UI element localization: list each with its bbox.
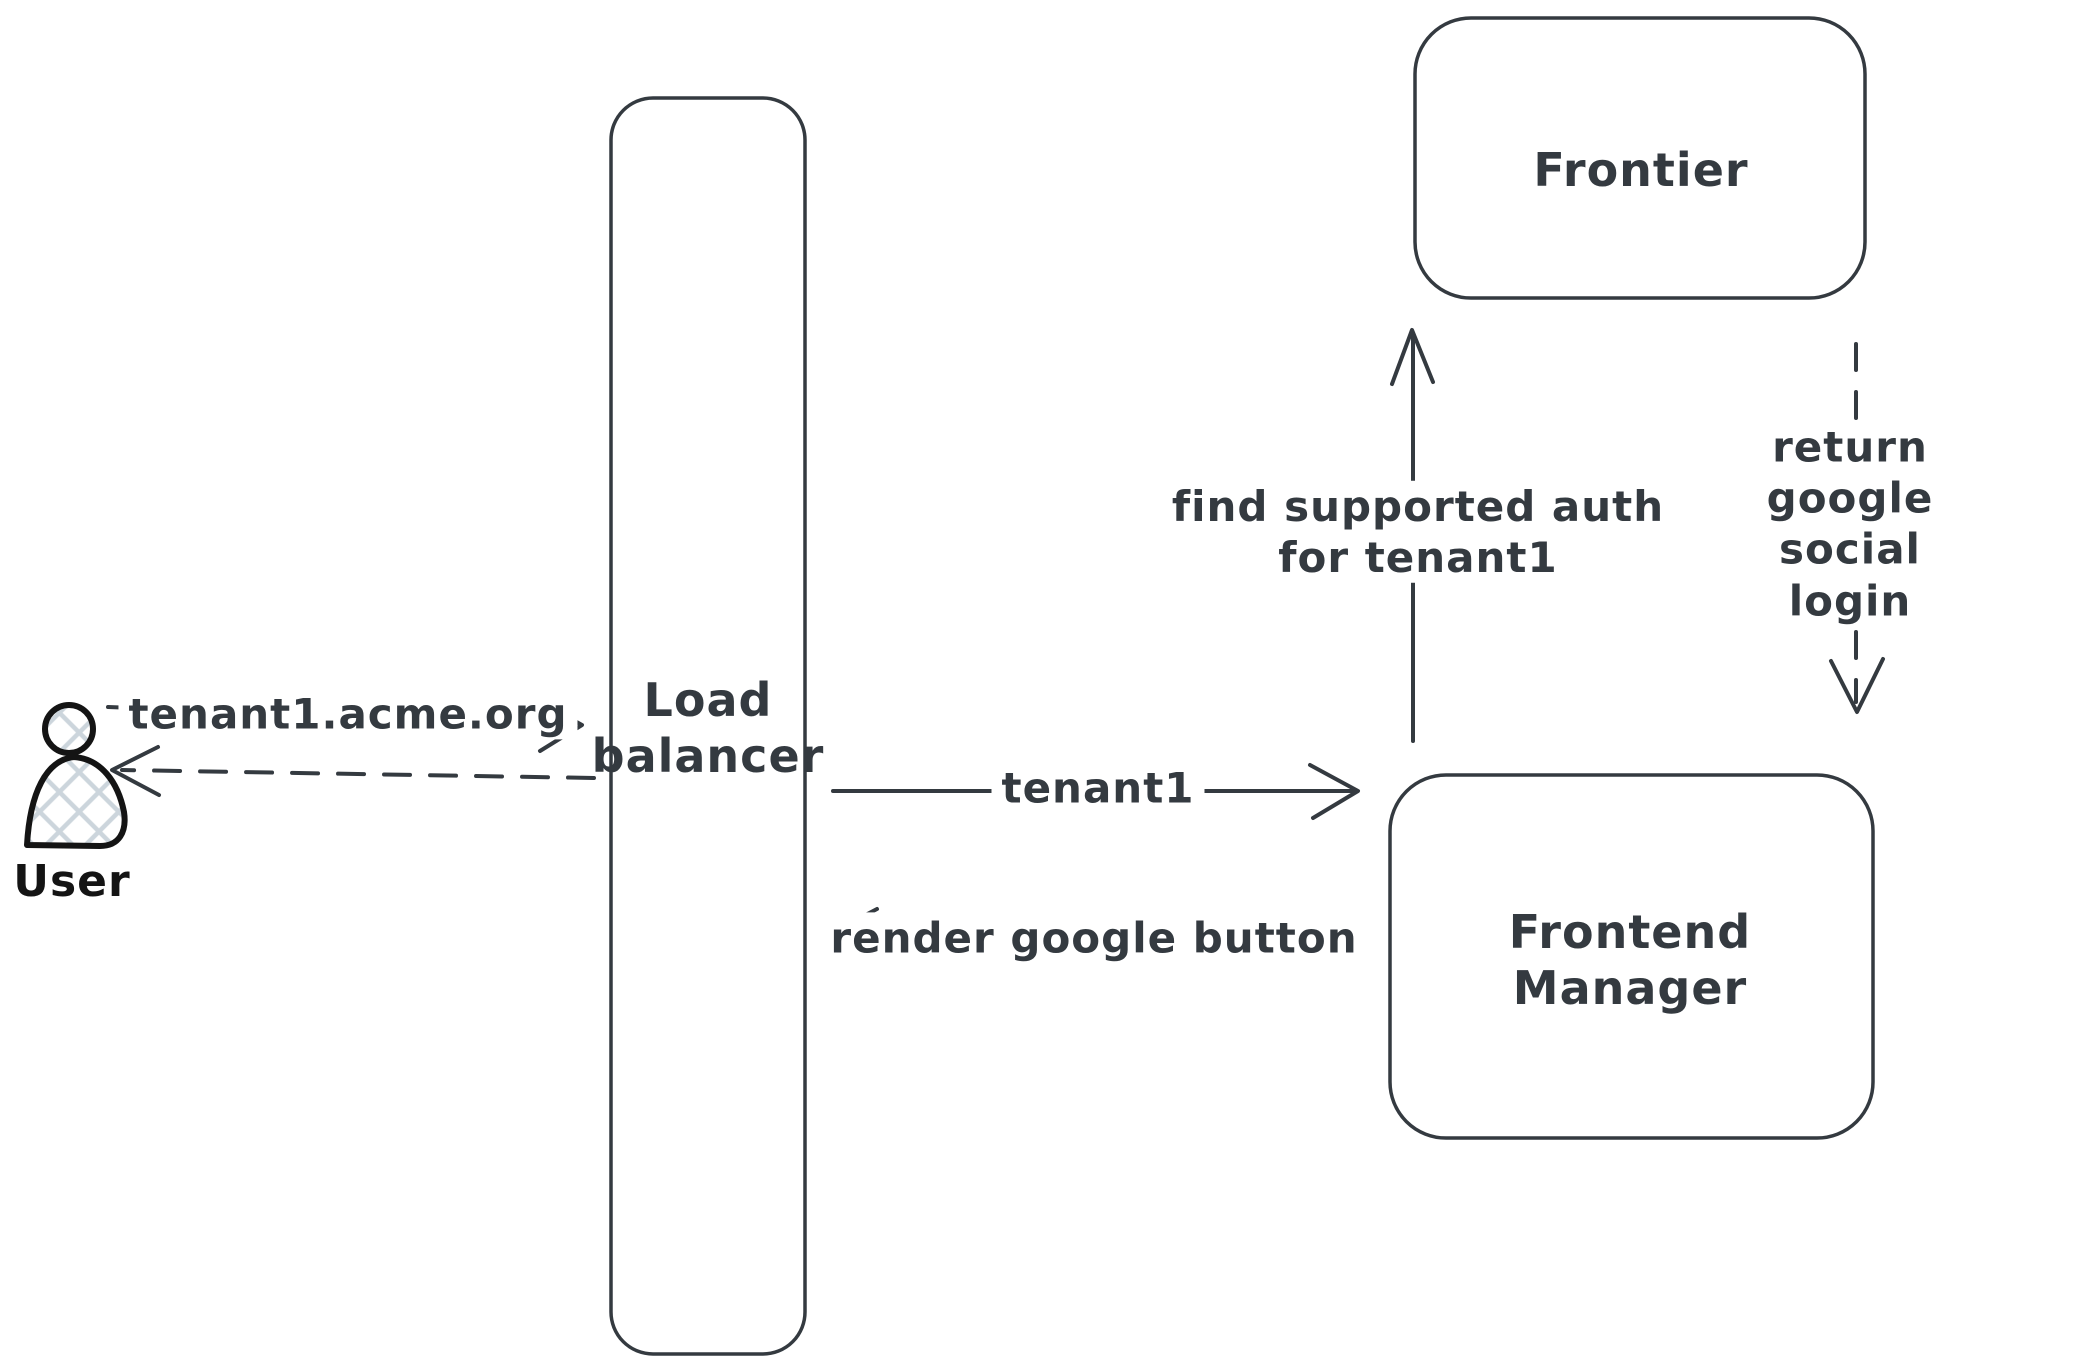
edge-label-tenant1-acme-org: tenant1.acme.org: [118, 688, 578, 740]
frontend-manager-node: [1388, 773, 1875, 1140]
user-head-icon: [42, 702, 96, 756]
edge-label-return-google-social-login: return google social login: [1733, 421, 1967, 627]
arrow-response-to-user: [110, 745, 596, 797]
user-icon: [24, 702, 128, 849]
edge-label-find-supported-auth: find supported auth for tenant1: [1161, 480, 1675, 584]
arrowhead-up-icon: [1390, 328, 1435, 386]
user-label: User: [13, 856, 131, 908]
arrowhead-down-icon: [1829, 657, 1885, 714]
frontend-manager-label: Frontend Manager: [1508, 904, 1752, 1015]
arrowhead-left-icon: [110, 745, 161, 797]
edge-label-tenant1: tenant1: [991, 762, 1205, 814]
arrow-return-google-social-login: [1829, 342, 1885, 714]
load-balancer-label: Load balancer: [591, 672, 825, 783]
user-body-icon: [24, 754, 128, 849]
frontier-node: [1413, 16, 1867, 300]
arrowhead-right-icon: [1308, 763, 1360, 820]
load-balancer-node: [609, 96, 807, 1356]
edge-label-render-google-button: render google button: [820, 912, 1368, 964]
frontier-label: Frontier: [1533, 142, 1749, 197]
